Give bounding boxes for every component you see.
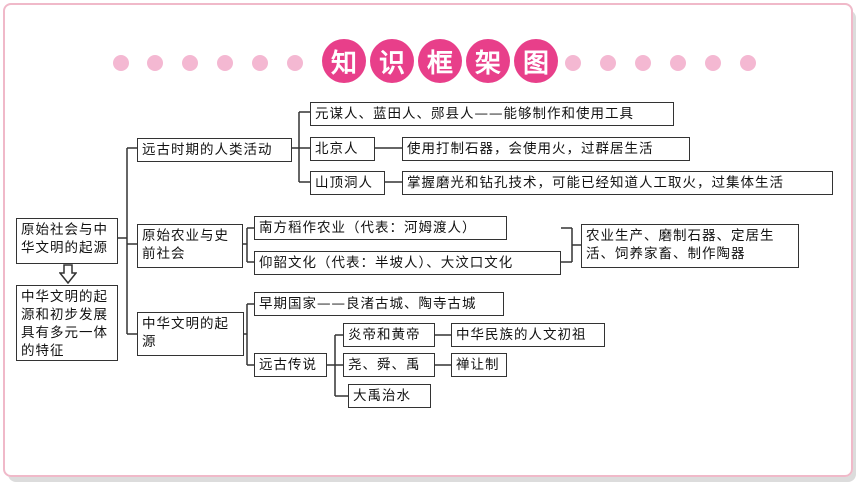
branch-1-item-3: 山顶洞人 (310, 171, 385, 195)
decor-dot (182, 55, 198, 71)
legend-item-2-detail: 禅让制 (451, 353, 507, 377)
title-char: 架 (466, 39, 510, 83)
branch-2-node: 原始农业与史前社会 (137, 224, 243, 268)
branch-3-item-1: 早期国家——良渚古城、陶寺古城 (254, 292, 504, 316)
branch-1-item-3-detail: 掌握磨光和钻孔技术，可能已经知道人工取火，过集体生活 (402, 171, 833, 195)
decor-dot (287, 55, 303, 71)
branch-3-item-2: 远古传说 (254, 353, 327, 377)
down-arrow-icon (59, 264, 77, 284)
root-summary: 中华文明的起源和初步发展具有多元一体的特征 (16, 285, 118, 361)
decor-dot (600, 55, 616, 71)
legend-item-2: 尧、舜、禹 (343, 353, 435, 377)
branch-1-node: 远古时期的人类活动 (137, 138, 292, 162)
title-char: 知 (322, 39, 366, 83)
branch-1-item-1: 元谋人、蓝田人、郧县人——能够制作和使用工具 (310, 102, 674, 126)
decor-dot (252, 55, 268, 71)
branch-3-node: 中华文明的起源 (137, 312, 244, 356)
decor-dot (565, 55, 581, 71)
slide-frame (3, 3, 853, 477)
legend-item-1: 炎帝和黄帝 (343, 323, 435, 347)
branch-2-item-1: 南方稻作农业（代表：河姆渡人） (254, 216, 507, 240)
branch-2-item-2: 仰韶文化（代表：半坡人）、大汶口文化 (254, 251, 561, 275)
decor-dot (113, 55, 129, 71)
branch-1-item-2-detail: 使用打制石器，会使用火，过群居生活 (402, 137, 690, 161)
branch-2-summary: 农业生产、磨制石器、定居生活、饲养家畜、制作陶器 (581, 224, 799, 268)
title-char: 识 (370, 39, 414, 83)
decor-dot (705, 55, 721, 71)
decor-dot (217, 55, 233, 71)
branch-1-item-2: 北京人 (310, 137, 375, 161)
decor-dot (670, 55, 686, 71)
legend-item-1-detail: 中华民族的人文初祖 (451, 323, 605, 347)
decor-dot (147, 55, 163, 71)
title-char: 图 (514, 39, 558, 83)
title-char: 框 (418, 39, 462, 83)
legend-item-3: 大禹治水 (348, 384, 431, 408)
decor-dot (635, 55, 651, 71)
page-title: 知 识 框 架 图 (322, 39, 558, 83)
decor-dot (740, 55, 756, 71)
root-node: 原始社会与中华文明的起源 (16, 218, 118, 264)
